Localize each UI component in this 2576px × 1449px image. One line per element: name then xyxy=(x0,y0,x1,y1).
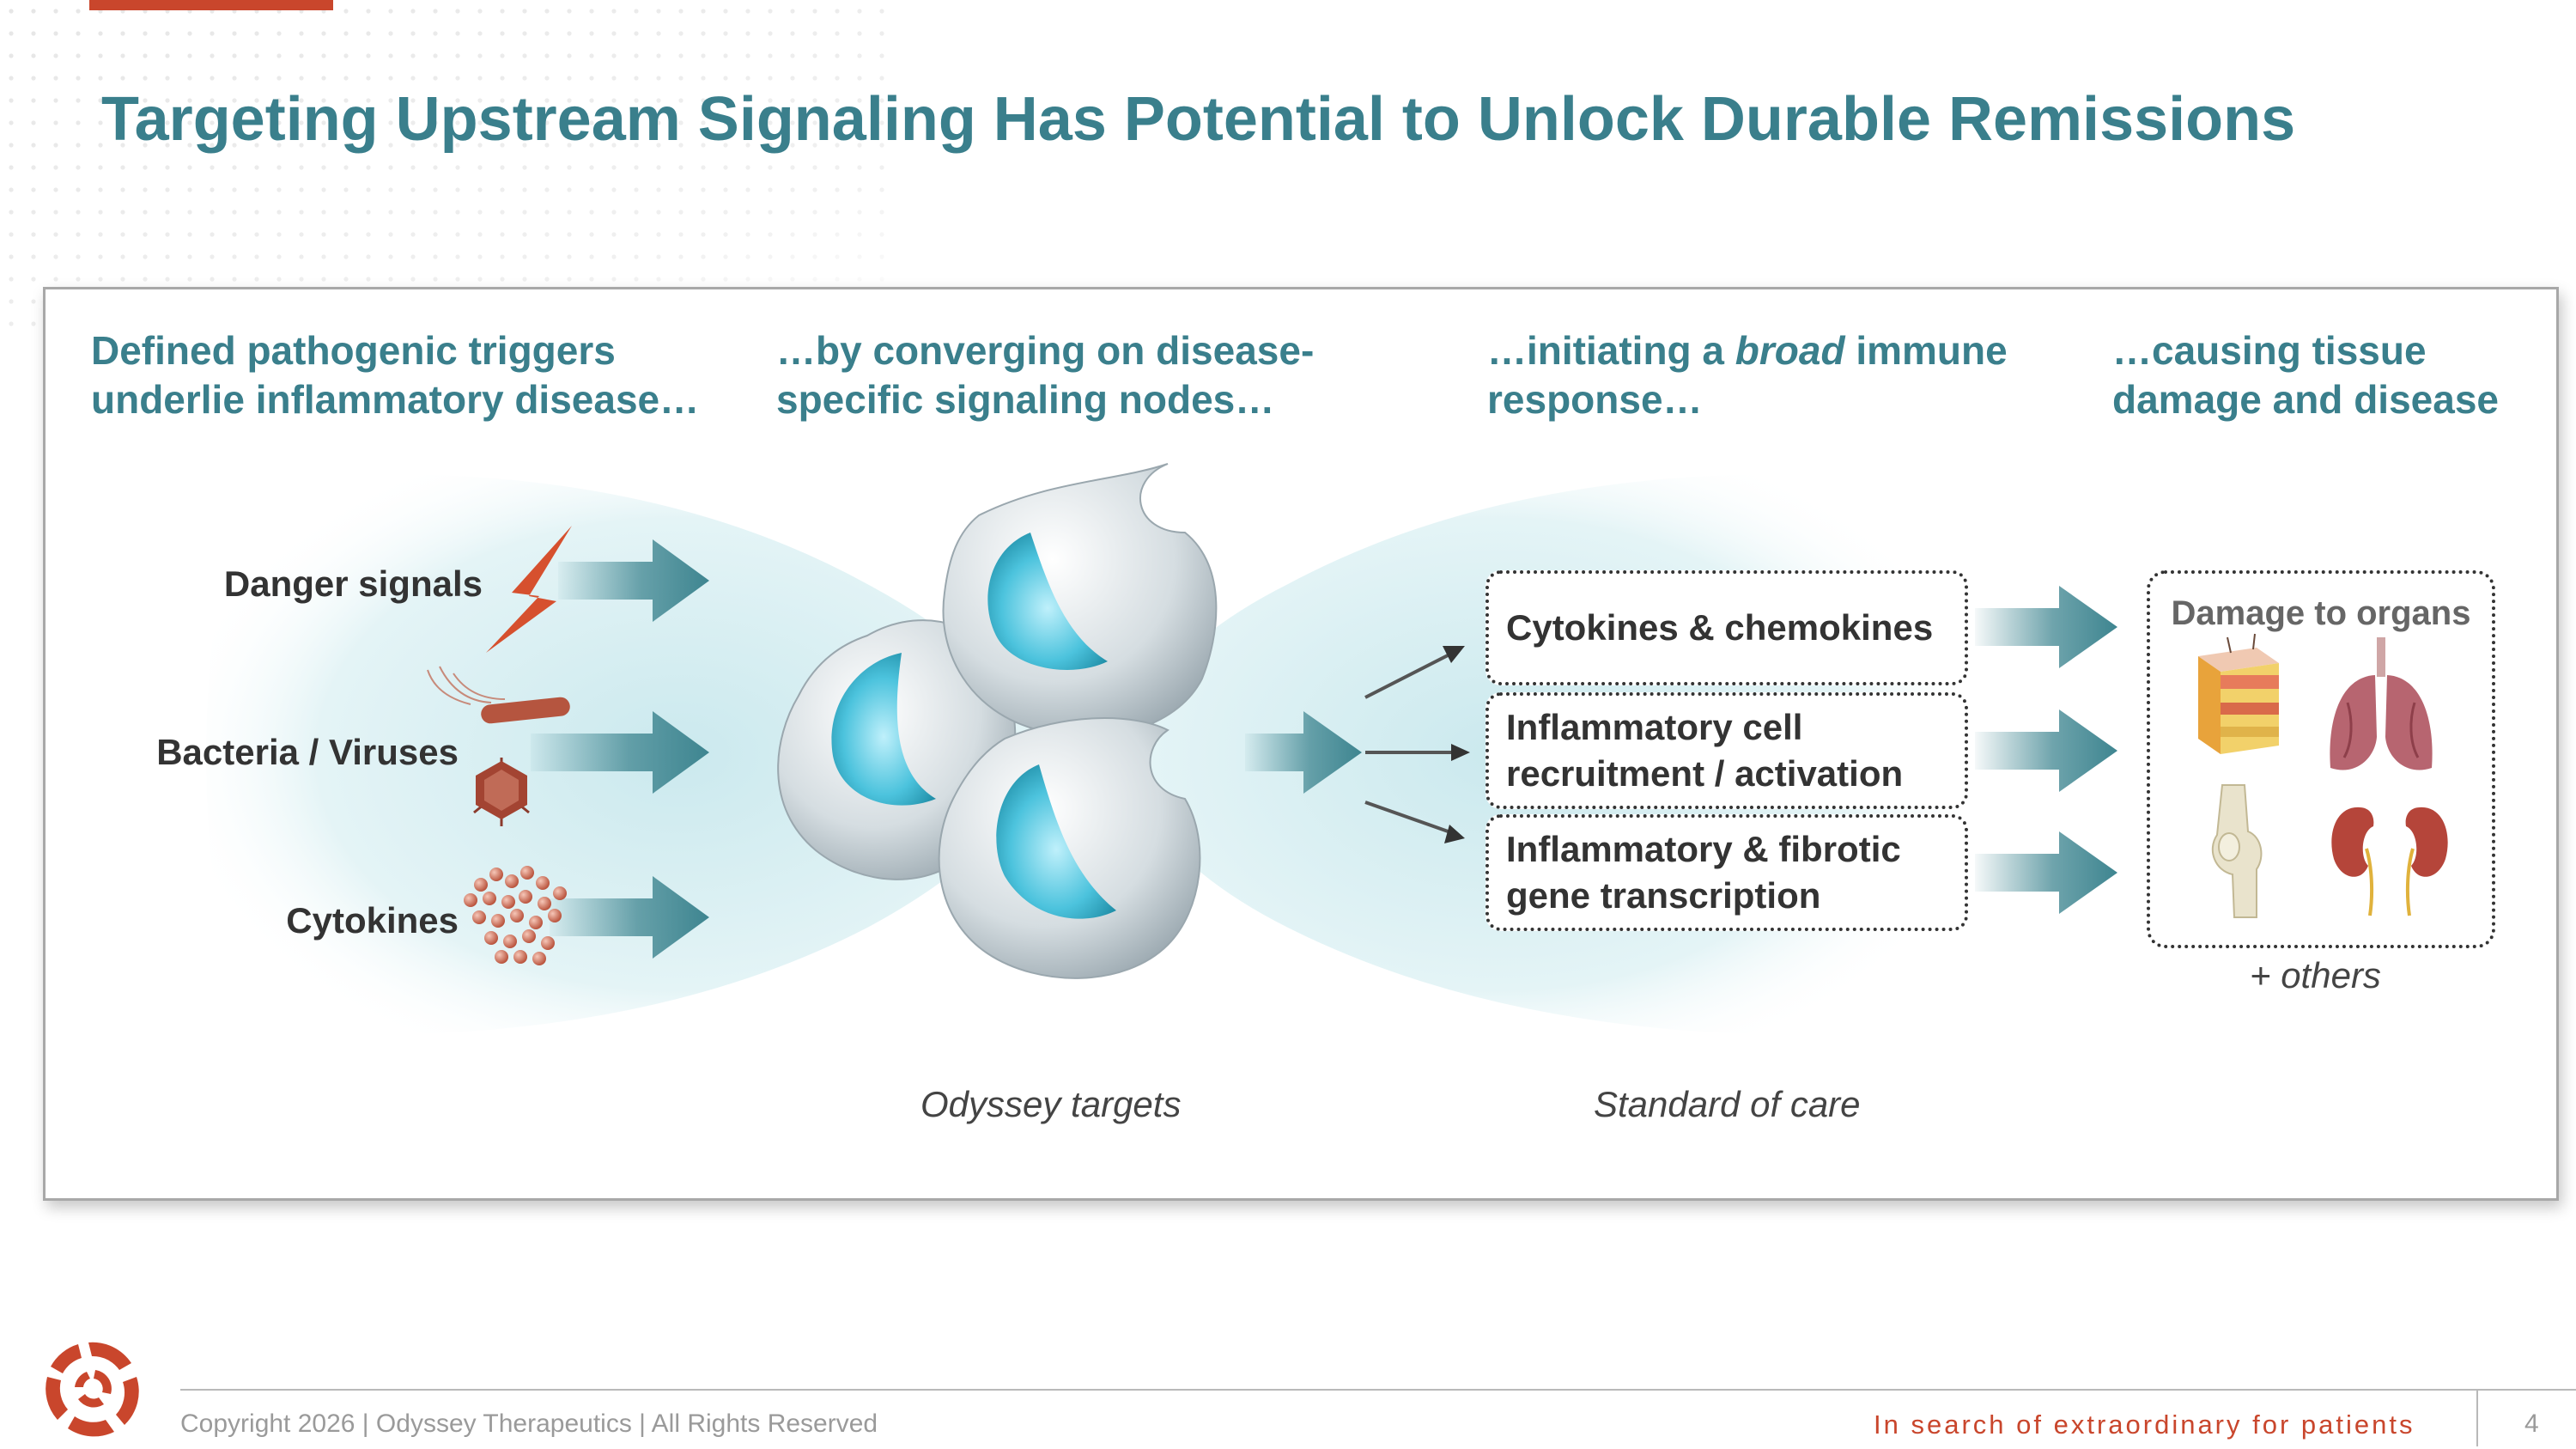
tagline: In search of extraordinary for patients xyxy=(1874,1409,2415,1440)
organ-damage-box: Damage to organs xyxy=(2147,570,2495,948)
footer-separator xyxy=(2476,1390,2478,1446)
others-caption: + others xyxy=(2250,955,2381,995)
bacteria-virus-icon xyxy=(427,666,570,826)
trigger-arrows xyxy=(531,539,709,959)
fan-out-arrows xyxy=(1364,646,1470,843)
accent-bar xyxy=(89,0,333,10)
trigger-label: Danger signals xyxy=(223,563,483,604)
cytokine-bead xyxy=(472,910,486,924)
cytokine-bead xyxy=(532,952,546,965)
odyssey-logo xyxy=(46,1342,139,1437)
lungs-icon xyxy=(2330,637,2433,770)
cytokine-bead xyxy=(464,893,477,907)
cell xyxy=(942,463,1218,738)
cytokine-bead xyxy=(519,890,532,904)
cytokine-bead xyxy=(495,950,508,964)
knee-joint-icon xyxy=(2211,784,2263,918)
cytokine-bead xyxy=(489,868,503,881)
column-heading-nodes: …by converging on disease-specific signa… xyxy=(776,328,1315,422)
cytokine-bead xyxy=(548,909,562,922)
cytokine-bead xyxy=(474,878,488,892)
cytokine-bead xyxy=(520,866,534,880)
trigger-arrow xyxy=(531,711,709,794)
cytokine-bead xyxy=(538,897,551,910)
kidneys-icon xyxy=(2331,807,2448,916)
response-box: Cytokines & chemokines xyxy=(1485,570,1968,685)
cytokine-bead xyxy=(553,886,567,900)
trigger-label: Cytokines xyxy=(286,900,459,941)
cytokine-bead xyxy=(483,892,496,905)
footer-rule xyxy=(180,1389,2576,1391)
cytokine-bead xyxy=(536,876,550,890)
page-number: 4 xyxy=(2524,1409,2539,1438)
trigger-label: Bacteria / Viruses xyxy=(156,732,459,772)
dot-pattern xyxy=(0,0,893,326)
signaling-node-cells xyxy=(777,463,1218,979)
cytokine-bead xyxy=(501,895,515,909)
cytokine-bead xyxy=(491,914,505,928)
copyright-text: Copyright 2026 | Odyssey Therapeutics | … xyxy=(180,1409,878,1438)
organ-box-title: Damage to organs xyxy=(2171,594,2471,632)
lightning-bolt-icon xyxy=(486,526,572,653)
central-arrow xyxy=(1245,711,1362,794)
cytokine-bead xyxy=(505,874,519,888)
cytokine-bead xyxy=(484,931,498,945)
slide-title: Targeting Upstream Signaling Has Potenti… xyxy=(101,85,2296,154)
cytokine-bead xyxy=(529,916,543,929)
cytokine-bead xyxy=(510,909,524,922)
response-text: Cytokines & chemokines xyxy=(1506,607,1934,648)
odyssey-targets-caption: Odyssey targets xyxy=(920,1084,1182,1124)
skin-icon xyxy=(2198,633,2279,754)
trigger-arrow xyxy=(550,876,709,959)
organ-illustrations xyxy=(2198,633,2448,918)
trigger-arrow xyxy=(558,539,709,622)
cytokine-bead xyxy=(503,935,517,948)
cytokine-bead xyxy=(522,929,536,943)
cytokine-bead xyxy=(541,936,555,950)
cytokine-particles-icon xyxy=(464,866,567,965)
damage-arrows xyxy=(1975,586,2117,914)
column-heading-response: …initiating a broad immune response… xyxy=(1487,328,2008,422)
cytokine-bead xyxy=(513,950,527,964)
standard-of-care-caption: Standard of care xyxy=(1594,1084,1861,1124)
cell xyxy=(938,717,1201,979)
